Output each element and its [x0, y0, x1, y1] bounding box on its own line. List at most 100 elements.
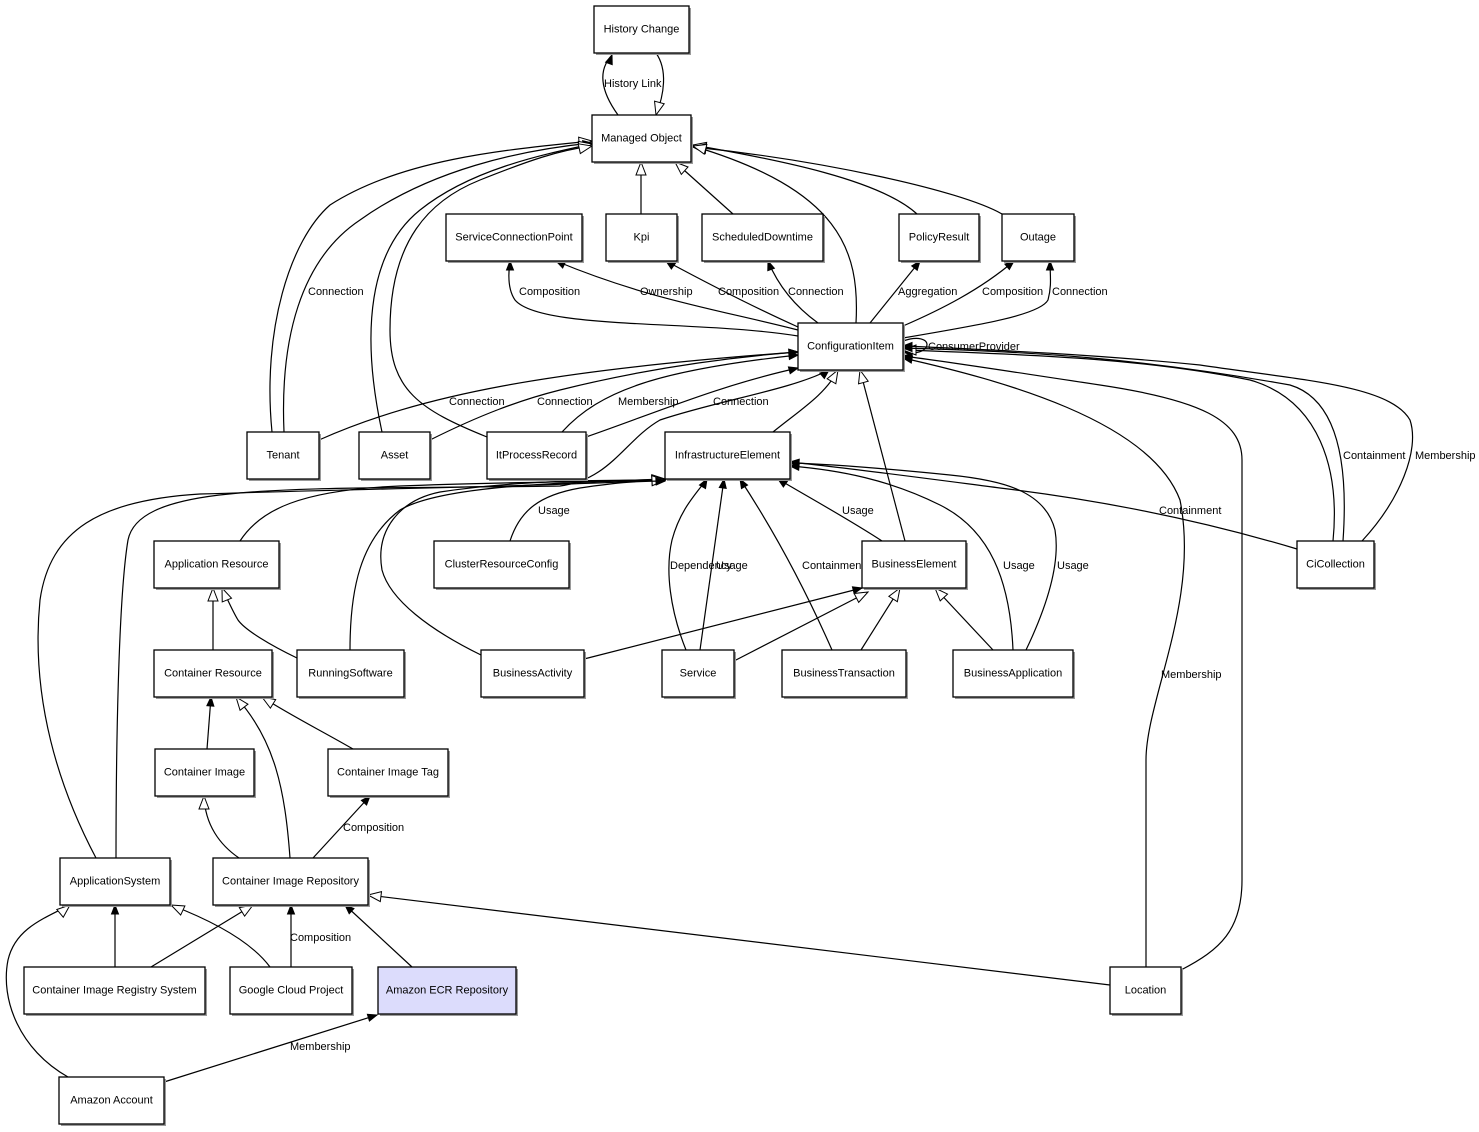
- node-box[interactable]: [1001, 213, 1075, 262]
- node-application-system[interactable]: ApplicationSystem: [59, 857, 172, 907]
- node-label: Container Image Repository: [222, 876, 359, 888]
- edge-google_cloud_project-to-container_image_repository: [343, 904, 413, 968]
- node-box[interactable]: [605, 213, 678, 262]
- node-box[interactable]: [327, 748, 449, 797]
- edge-service-to-business_element: [860, 586, 901, 651]
- node-box[interactable]: [153, 540, 280, 589]
- node-box[interactable]: [781, 649, 907, 698]
- node-box[interactable]: [1109, 966, 1182, 1015]
- node-box[interactable]: [358, 431, 431, 480]
- node-it-process-record[interactable]: ItProcessRecord: [486, 431, 588, 481]
- node-label: ItProcessRecord: [496, 450, 577, 462]
- node-kpi[interactable]: Kpi: [605, 213, 679, 263]
- inheritance-arrowhead-icon: [673, 161, 689, 176]
- node-box[interactable]: [593, 5, 690, 54]
- node-amazon-ecr-repository[interactable]: Amazon ECR Repository: [377, 966, 518, 1016]
- edge-label: Membership: [290, 1041, 351, 1053]
- node-box[interactable]: [486, 431, 587, 480]
- node-label: Container Resource: [164, 668, 262, 680]
- node-ci-collection[interactable]: CiCollection: [1296, 540, 1376, 590]
- node-container-resource[interactable]: Container Resource: [153, 649, 274, 699]
- node-scheduled-downtime[interactable]: ScheduledDowntime: [701, 213, 825, 263]
- node-box[interactable]: [480, 649, 585, 698]
- node-box[interactable]: [445, 213, 583, 262]
- node-business-application[interactable]: BusinessApplication: [952, 649, 1075, 699]
- node-box[interactable]: [229, 966, 353, 1015]
- node-container-image-tag[interactable]: Container Image Tag: [327, 748, 450, 798]
- node-box[interactable]: [212, 857, 369, 906]
- node-box[interactable]: [1296, 540, 1375, 589]
- node-label: Amazon Account: [70, 1095, 153, 1107]
- node-box[interactable]: [377, 966, 517, 1015]
- edge-business_activity-to-business_element: [733, 591, 870, 662]
- edge-container_image_repository-to-container_image_tag: [110, 903, 120, 967]
- edge-ci_collection-to-configuration_item: Containment: [901, 343, 1405, 542]
- node-box[interactable]: [246, 431, 320, 480]
- node-box[interactable]: [153, 649, 273, 698]
- association-arrowhead-icon: [910, 259, 921, 272]
- node-box[interactable]: [58, 1076, 165, 1125]
- node-google-cloud-project[interactable]: Google Cloud Project: [229, 966, 354, 1016]
- edge-line: [312, 795, 371, 859]
- edge-label: Connection: [308, 286, 364, 298]
- node-service-connection-point[interactable]: ServiceConnectionPoint: [445, 213, 584, 263]
- inheritance-arrowhead-icon: [934, 586, 949, 602]
- edge-service-to-infrastructure_element: Usage: [699, 477, 748, 651]
- node-box[interactable]: [433, 540, 570, 589]
- edge-line: [349, 479, 666, 651]
- node-business-element[interactable]: BusinessElement: [861, 540, 968, 590]
- node-box[interactable]: [898, 213, 980, 262]
- node-box[interactable]: [861, 540, 967, 589]
- edge-line: [789, 461, 1298, 550]
- node-business-activity[interactable]: BusinessActivity: [480, 649, 586, 699]
- node-container-image-registry-system[interactable]: Container Image Registry System: [23, 966, 207, 1016]
- node-box[interactable]: [952, 649, 1074, 698]
- edge-business_element-to-infrastructure_element: Usage: [788, 462, 1035, 651]
- node-box[interactable]: [701, 213, 824, 262]
- inheritance-arrowhead-icon: [635, 160, 647, 176]
- node-history-change[interactable]: History Change: [593, 5, 691, 55]
- node-cluster-resource-config[interactable]: ClusterResourceConfig: [433, 540, 571, 590]
- node-box[interactable]: [797, 322, 904, 371]
- edge-line: [789, 462, 1057, 651]
- node-running-software[interactable]: RunningSoftware: [296, 649, 406, 699]
- node-box[interactable]: [664, 431, 791, 480]
- node-policy-result[interactable]: PolicyResult: [898, 213, 981, 263]
- node-infrastructure-element[interactable]: InfrastructureElement: [664, 431, 792, 481]
- node-asset[interactable]: Asset: [358, 431, 432, 481]
- node-managed-object[interactable]: Managed Object: [591, 114, 693, 164]
- node-tenant[interactable]: Tenant: [246, 431, 321, 481]
- edge-label: Ownership: [640, 286, 693, 298]
- edge-configuration_item-to-policy_result: Aggregation: [869, 259, 957, 324]
- association-arrowhead-icon: [206, 695, 215, 707]
- edge-line: [692, 146, 1003, 215]
- node-location[interactable]: Location: [1109, 966, 1183, 1016]
- node-label: RunningSoftware: [308, 668, 392, 680]
- node-box[interactable]: [661, 649, 735, 698]
- node-container-image[interactable]: Container Image: [154, 748, 256, 798]
- node-application-resource[interactable]: Application Resource: [153, 540, 281, 590]
- edge-line: [170, 904, 271, 968]
- node-box[interactable]: [154, 748, 255, 797]
- edge-label: Usage: [842, 505, 874, 517]
- node-outage[interactable]: Outage: [1001, 213, 1076, 263]
- edge-business_transaction-to-infrastructure_element: Usage: [776, 478, 883, 542]
- inheritance-arrowhead-icon: [198, 794, 210, 810]
- edge-line: [692, 144, 918, 215]
- edge-line: [699, 478, 725, 651]
- edge-line: [583, 587, 863, 660]
- node-container-image-repository[interactable]: Container Image Repository: [212, 857, 370, 907]
- node-box[interactable]: [59, 857, 171, 906]
- node-amazon-account[interactable]: Amazon Account: [58, 1076, 166, 1126]
- node-box[interactable]: [296, 649, 405, 698]
- node-configuration-item[interactable]: ConfigurationItem: [797, 322, 905, 372]
- node-business-transaction[interactable]: BusinessTransaction: [781, 649, 908, 699]
- edge-container_image_repository-to-container_image: Composition: [312, 794, 404, 859]
- node-box[interactable]: [23, 966, 206, 1015]
- edge-label: Connection: [788, 286, 844, 298]
- edge-infrastructure_element-to-configuration_item: [772, 368, 839, 433]
- node-service[interactable]: Service: [661, 649, 736, 699]
- node-box[interactable]: [591, 114, 692, 163]
